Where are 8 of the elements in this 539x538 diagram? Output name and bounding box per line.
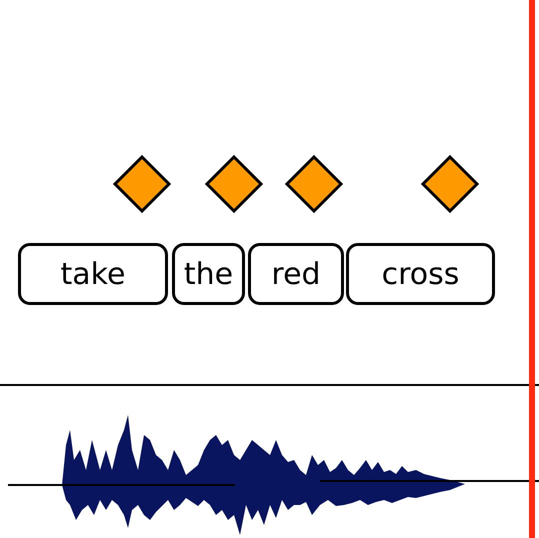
diamond-marker xyxy=(113,155,171,213)
word-box: take xyxy=(18,243,168,305)
word-box: the xyxy=(172,243,245,305)
word-box: cross xyxy=(346,243,495,305)
word-box: red xyxy=(248,243,344,305)
diamond-marker xyxy=(285,155,343,213)
diamond-marker xyxy=(205,155,263,213)
diamond-marker xyxy=(421,155,479,213)
